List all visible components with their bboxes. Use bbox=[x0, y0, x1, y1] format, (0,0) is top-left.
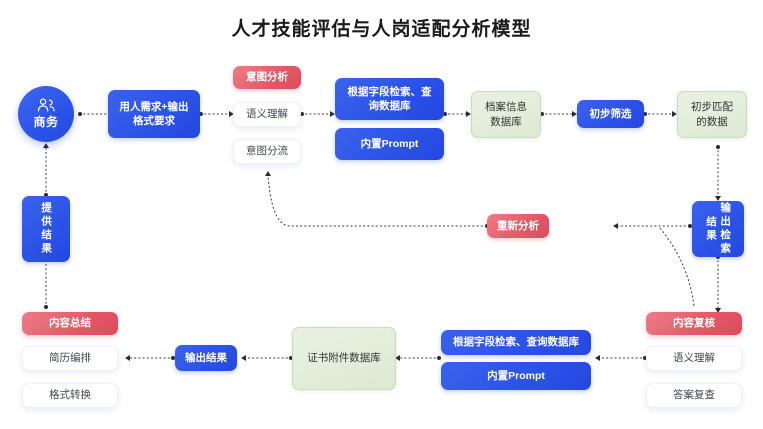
node-intent-analysis[interactable]: 意图分析 bbox=[233, 66, 301, 89]
link-review-to-fieldquery-bottom bbox=[595, 355, 647, 361]
link-demand-to-semantic bbox=[199, 111, 234, 117]
node-provide-result-label: 提供结果 bbox=[40, 202, 53, 256]
node-answer-recheck-label: 答案复查 bbox=[673, 389, 715, 402]
node-demand[interactable]: 用人需求+输出 格式要求 bbox=[108, 90, 200, 138]
node-intent-routing-label: 意图分流 bbox=[246, 145, 288, 158]
link-outputsearch-to-review bbox=[715, 255, 721, 313]
node-content-summary-label: 内容总结 bbox=[49, 317, 91, 330]
link-filter-to-match bbox=[643, 111, 677, 117]
node-output-search-result-label: 输出检索结果 bbox=[705, 202, 732, 256]
link-outputresult-to-resume bbox=[125, 355, 175, 361]
node-content-review-label: 内容复核 bbox=[673, 317, 715, 330]
node-field-query-top[interactable]: 根据字段检索、查 询数据库 bbox=[335, 78, 444, 120]
node-reanalyze-label: 重新分析 bbox=[497, 219, 539, 232]
link-archive-to-filter bbox=[540, 111, 577, 117]
node-reanalyze[interactable]: 重新分析 bbox=[487, 214, 549, 238]
node-intent-routing[interactable]: 意图分流 bbox=[233, 139, 301, 164]
node-resume-layout-label: 简历编排 bbox=[49, 352, 91, 365]
link-certdb-to-outputresult bbox=[241, 355, 293, 361]
node-intent-analysis-label: 意图分析 bbox=[246, 71, 288, 84]
node-initial-match-data[interactable]: 初步匹配 的数据 bbox=[677, 91, 747, 138]
users-icon bbox=[36, 98, 56, 112]
node-semantic-understanding-bottom[interactable]: 语义理解 bbox=[646, 346, 742, 371]
link-summary-to-provideresult bbox=[43, 257, 49, 309]
link-semantic-to-fieldquery bbox=[300, 111, 335, 117]
node-output-result[interactable]: 输出结果 bbox=[175, 345, 237, 371]
link-fieldquery-bottom-to-certdb bbox=[395, 355, 441, 361]
node-field-query-bottom-label: 根据字段检索、查询数据库 bbox=[453, 336, 579, 349]
link-match-to-outputsearch bbox=[715, 145, 721, 201]
page-title: 人才技能评估与人岗适配分析模型 bbox=[231, 19, 532, 40]
node-output-result-label: 输出结果 bbox=[185, 351, 227, 364]
node-answer-recheck[interactable]: 答案复查 bbox=[646, 383, 742, 408]
link-outputsearch-to-reanalyze bbox=[613, 223, 692, 229]
node-semantic-understanding-top[interactable]: 语义理解 bbox=[233, 102, 301, 127]
node-content-summary[interactable]: 内容总结 bbox=[22, 312, 118, 335]
node-archive-db-label: 档案信息 数据库 bbox=[485, 101, 527, 128]
node-initial-filter[interactable]: 初步筛选 bbox=[577, 100, 644, 128]
node-output-search-result[interactable]: 输出检索结果 bbox=[692, 201, 744, 257]
node-provide-result[interactable]: 提供结果 bbox=[22, 196, 70, 262]
node-builtin-prompt-bottom[interactable]: 内置Prompt bbox=[441, 362, 591, 390]
link-provideresult-to-persona bbox=[43, 143, 49, 197]
link-reanalyze-to-routing bbox=[265, 171, 489, 228]
node-demand-label: 用人需求+输出 格式要求 bbox=[119, 100, 189, 127]
node-semantic-understanding-bottom-label: 语义理解 bbox=[673, 352, 715, 365]
node-persona-label: 商务 bbox=[33, 115, 59, 129]
link-fieldquery-to-archive bbox=[443, 111, 471, 117]
node-builtin-prompt-top[interactable]: 内置Prompt bbox=[335, 128, 444, 160]
node-initial-filter-label: 初步筛选 bbox=[589, 107, 632, 120]
node-semantic-understanding-top-label: 语义理解 bbox=[246, 108, 288, 121]
node-persona[interactable]: 商务 bbox=[18, 86, 74, 142]
node-resume-layout[interactable]: 简历编排 bbox=[22, 346, 118, 371]
node-content-review[interactable]: 内容复核 bbox=[646, 312, 742, 335]
node-certificate-db-label: 证书附件数据库 bbox=[307, 352, 381, 365]
node-builtin-prompt-top-label: 内置Prompt bbox=[360, 137, 419, 150]
node-field-query-bottom[interactable]: 根据字段检索、查询数据库 bbox=[441, 330, 591, 355]
node-format-convert-label: 格式转换 bbox=[49, 389, 91, 402]
node-initial-match-data-label: 初步匹配 的数据 bbox=[691, 101, 733, 128]
node-field-query-top-label: 根据字段检索、查 询数据库 bbox=[347, 85, 432, 112]
node-builtin-prompt-bottom-label: 内置Prompt bbox=[487, 369, 545, 382]
link-review-curve bbox=[659, 227, 695, 307]
node-certificate-db[interactable]: 证书附件数据库 bbox=[292, 327, 396, 390]
node-format-convert[interactable]: 格式转换 bbox=[22, 383, 118, 408]
node-archive-db[interactable]: 档案信息 数据库 bbox=[471, 91, 541, 138]
